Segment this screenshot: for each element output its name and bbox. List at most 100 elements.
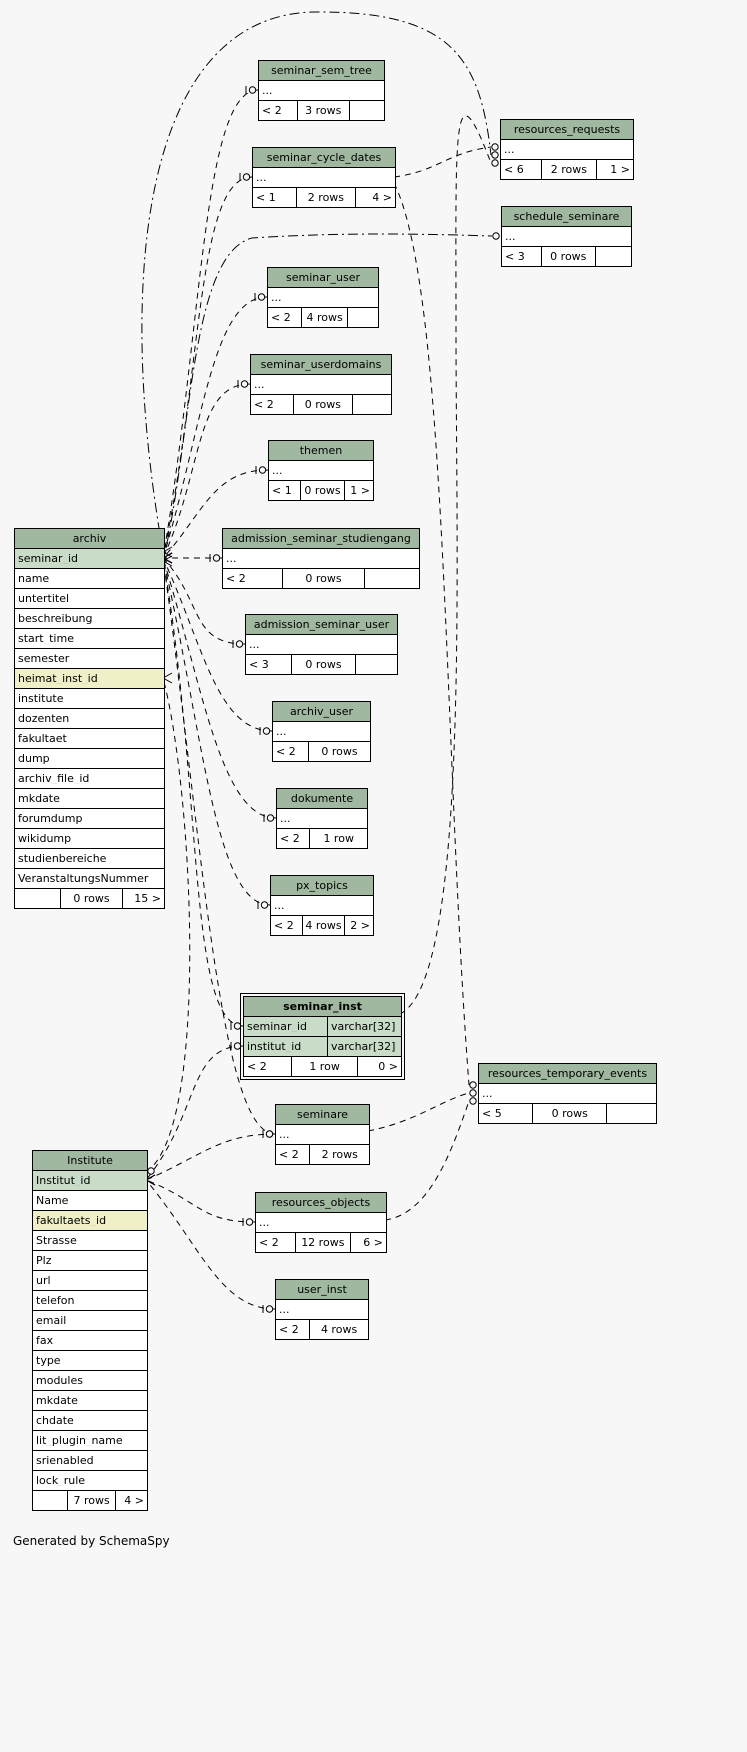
column-row: ... <box>277 809 367 829</box>
column-row: fakultaet <box>15 729 164 749</box>
relationship-edge <box>162 469 269 559</box>
column-row: modules <box>33 1371 147 1391</box>
column-row: url <box>33 1271 147 1291</box>
column-row: srienabled <box>33 1451 147 1471</box>
column-row: lock_rule <box>33 1471 147 1491</box>
column-name: fax <box>36 1335 54 1346</box>
footer-cell: 0 rows <box>540 247 595 266</box>
column-name: ... <box>249 639 260 650</box>
relationship-edge <box>384 1100 470 1221</box>
column-name: seminar_id <box>247 1021 308 1032</box>
column-name: ... <box>274 900 285 911</box>
relationship-edge <box>162 557 273 732</box>
relationship-edge <box>145 1179 256 1223</box>
footer-cell: < 1 <box>256 191 276 204</box>
relationship-edge <box>162 557 246 645</box>
edge-marker <box>212 554 221 562</box>
column-name: name <box>18 573 50 584</box>
column-name: archiv_file_id <box>18 773 90 784</box>
footer-cell <box>354 655 397 674</box>
edge-marker <box>240 380 249 388</box>
footer-cell: < 2 <box>276 745 296 758</box>
footer-cell <box>364 569 419 588</box>
footer-cell: < 2 <box>274 919 294 932</box>
column-row: ... <box>253 168 395 188</box>
footer-cell: 15 > <box>122 889 164 908</box>
column-row: ... <box>251 375 391 395</box>
edge-marker <box>262 727 271 735</box>
edge-marker <box>233 1022 242 1030</box>
column-name: srienabled <box>36 1455 94 1466</box>
footer-cell: 6 > <box>349 1233 386 1252</box>
column-row: dump <box>15 749 164 769</box>
table-title: user_inst <box>276 1280 368 1300</box>
footer-cell: < 2 <box>262 104 282 117</box>
edge-marker <box>266 814 275 822</box>
column-row: chdate <box>33 1411 147 1431</box>
footer-cell: 0 rows <box>307 742 370 761</box>
footer-cell <box>594 247 631 266</box>
column-name: chdate <box>36 1415 74 1426</box>
column-row: ... <box>271 896 373 916</box>
column-name: ... <box>505 231 516 242</box>
column-row: ... <box>502 227 631 247</box>
footer-cell: 0 rows <box>300 481 344 500</box>
table-title: admission_seminar_user <box>246 615 397 635</box>
column-name: ... <box>279 1304 290 1315</box>
footer-cell: 1 > <box>343 481 373 500</box>
relationship-edge <box>162 89 259 559</box>
column-name: url <box>36 1275 51 1286</box>
footer-cell: 4 > <box>355 188 395 207</box>
relationship-edge <box>162 176 253 559</box>
footer-cell: 12 rows <box>295 1233 350 1252</box>
table-title: themen <box>269 441 373 461</box>
edge-marker <box>248 86 257 94</box>
column-name: studienbereiche <box>18 853 107 864</box>
column-row: studienbereiche <box>15 849 164 869</box>
column-row: email <box>33 1311 147 1331</box>
table-title: px_topics <box>271 876 373 896</box>
column-name: dozenten <box>18 713 70 724</box>
footer-cell: 2 rows <box>309 1145 369 1164</box>
edge-marker <box>491 143 499 151</box>
table-title: seminar_cycle_dates <box>253 148 395 168</box>
column-row: fakultaets_id <box>33 1211 147 1231</box>
column-row: lit_plugin_name <box>33 1431 147 1451</box>
column-row: dozenten <box>15 709 164 729</box>
footer-cell <box>349 101 384 120</box>
footer-cell <box>606 1104 656 1123</box>
column-name: institut_id <box>247 1041 302 1052</box>
table-footer: < 2 0 rows <box>273 742 370 761</box>
column-name: telefon <box>36 1295 75 1306</box>
footer-cell: < 2 <box>279 1323 299 1336</box>
